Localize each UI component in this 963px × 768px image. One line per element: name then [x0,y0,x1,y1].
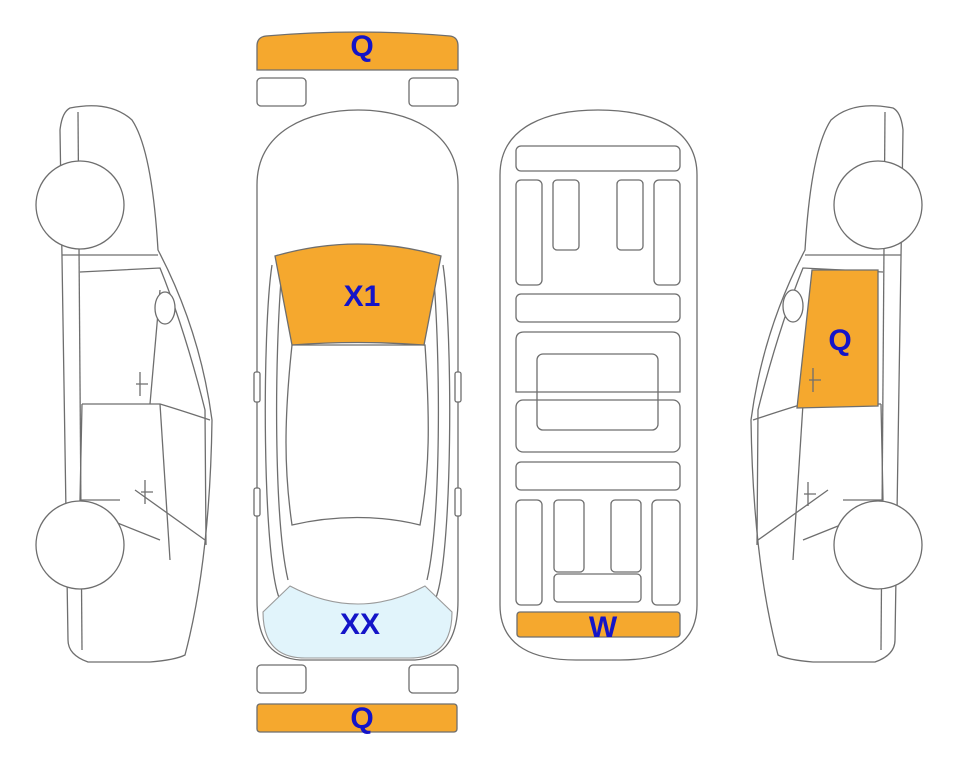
car-left-side-view [35,105,213,663]
rear-right-light [408,664,459,694]
front-bumper-damage[interactable] [256,31,459,71]
rear-window-area[interactable] [262,585,453,659]
underbody-rear-damage[interactable] [516,611,681,638]
windshield-damage[interactable] [274,243,442,346]
right-door-damage[interactable] [796,269,879,409]
rear-left-light [256,664,307,694]
underbody-rear-label: W [589,611,618,644]
car-top-view: X1 XX [253,109,462,661]
front-right-headlight [408,77,459,107]
right-door-label: Q [828,324,851,357]
windshield-label: X1 [344,280,381,313]
rear-bumper-group: Q [256,664,459,735]
rear-bumper-label: Q [350,702,373,735]
front-left-headlight [256,77,307,107]
car-underbody-view: W [499,109,698,661]
rear-window-label: XX [340,608,380,641]
front-bumper-group: Q [256,30,459,107]
rear-bumper-damage[interactable] [256,703,458,733]
underbody-outline [499,109,698,661]
car-right-side-view: Q [750,105,923,663]
car-roof [285,344,429,526]
front-bumper-label: Q [350,30,373,63]
